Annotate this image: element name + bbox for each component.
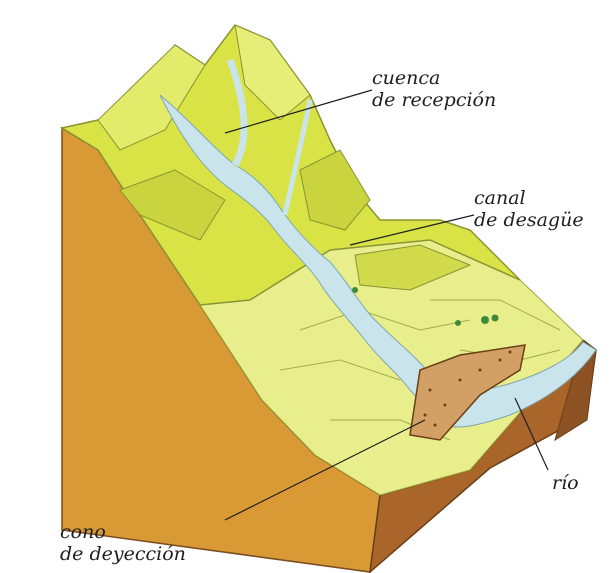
label-canal-line2: de desagüe [474,210,584,230]
label-cuenca-line2: de recepción [372,90,496,110]
label-rio: río [552,473,579,493]
label-canal-line1: canal [474,188,526,208]
label-cono-line2: de deyección [60,544,186,564]
label-cuenca-line1: cuenca [372,68,440,88]
label-cono-line1: cono [60,522,106,542]
